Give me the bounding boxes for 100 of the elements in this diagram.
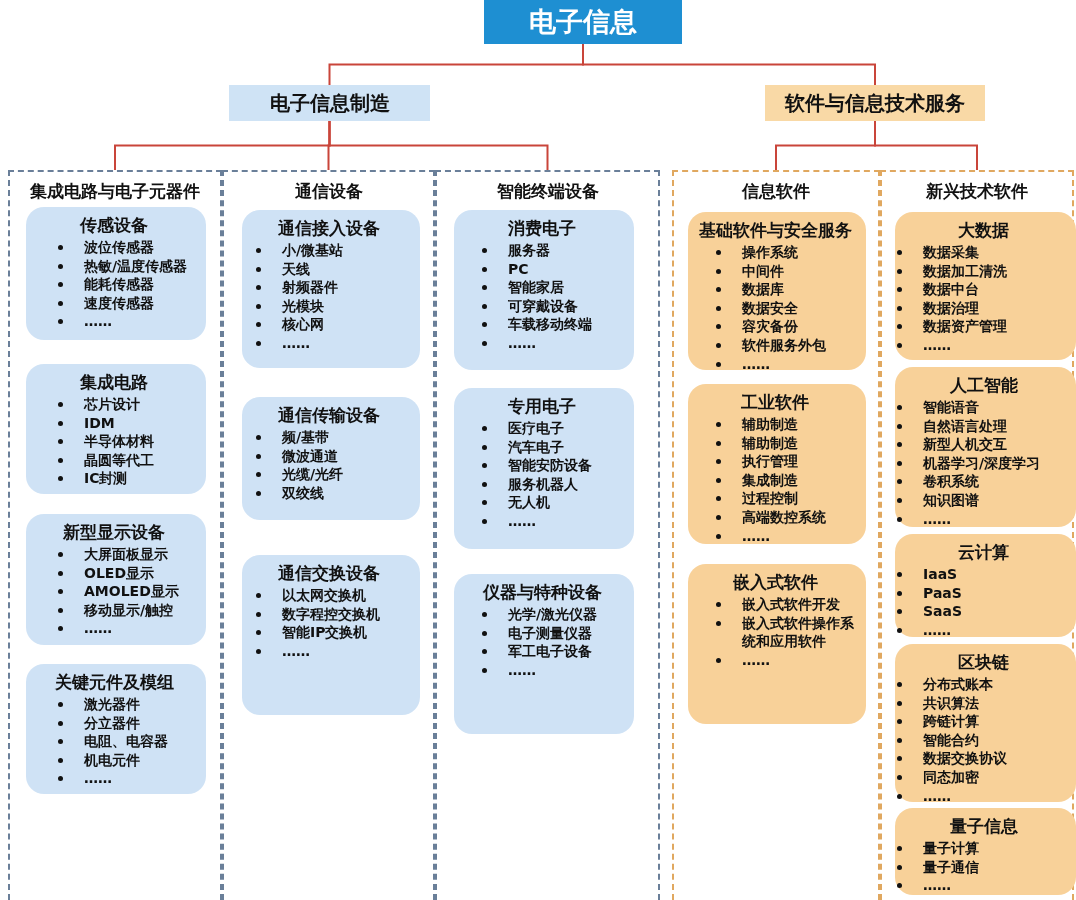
list-item: 数据库 <box>742 281 784 298</box>
list-item: …… <box>84 620 112 637</box>
list-item: 大屏面板显示 <box>84 546 168 562</box>
connector-line <box>328 120 549 171</box>
list-item: …… <box>282 334 310 351</box>
connector-line <box>582 43 876 86</box>
column-heading: 信息软件 <box>742 180 810 203</box>
list-item: PaaS <box>923 584 962 601</box>
column-panel <box>8 170 222 900</box>
list-item: 自然语言处理 <box>923 417 1007 434</box>
category-card <box>454 388 634 549</box>
list-item: 能耗传感器 <box>84 276 154 293</box>
category-box: 软件与信息技术服务 <box>765 85 985 121</box>
column-heading: 通信设备 <box>294 180 363 203</box>
list-item: 车载移动终端 <box>508 316 592 333</box>
category-card <box>895 808 1076 895</box>
list-item: 小/微基站 <box>282 242 344 258</box>
list-item: 服务器 <box>508 242 550 258</box>
list-item: 光模块 <box>282 297 324 314</box>
card-heading: 通信传输设备 <box>278 404 380 427</box>
list-item: 以太网交换机 <box>282 587 366 603</box>
list-item: 过程控制 <box>742 490 798 507</box>
list-item: …… <box>923 510 951 527</box>
card-heading: 嵌入式软件 <box>732 571 818 594</box>
list-item: 智能安防设备 <box>508 457 592 474</box>
category-card <box>895 212 1076 360</box>
list-item: 机电元件 <box>84 751 140 768</box>
column-panel <box>222 170 435 900</box>
list-item: 智能IP交换机 <box>282 624 368 641</box>
list-item: 知识图谱 <box>923 491 979 508</box>
list-item: 嵌入式软件操作系统和应用软件 <box>742 614 854 650</box>
list-item: 无人机 <box>508 494 550 511</box>
list-item: 数据交换协议 <box>923 750 1007 767</box>
list-item: 移动显示/触控 <box>84 601 174 618</box>
card-heading: 人工智能 <box>949 374 1018 397</box>
list-item: 智能语音 <box>923 399 979 415</box>
card-heading: 云计算 <box>958 541 1009 564</box>
list-item: 军工电子设备 <box>508 643 592 660</box>
list-item: 半导体材料 <box>84 433 154 450</box>
list-item: 智能家居 <box>508 279 564 296</box>
title-box: 电子信息 <box>484 0 682 44</box>
list-item: …… <box>923 621 951 638</box>
category-card <box>242 555 420 715</box>
list-item: 数据加工清洗 <box>923 262 1007 279</box>
list-item: 汽车电子 <box>508 438 564 455</box>
list-item: 中间件 <box>742 262 784 279</box>
list-item: …… <box>282 642 310 659</box>
list-item: 频/基带 <box>282 429 330 445</box>
list-item: 光学/激光仪器 <box>508 606 598 622</box>
category-card <box>242 397 420 520</box>
list-item: 数据采集 <box>923 244 979 260</box>
category-card <box>895 644 1076 802</box>
category-card <box>895 367 1076 527</box>
list-item: 执行管理 <box>742 453 798 470</box>
list-item: 卷积系统 <box>923 473 979 490</box>
list-item: 数据资产管理 <box>923 318 1007 335</box>
list-item: 光缆/光纤 <box>282 466 344 483</box>
list-item: …… <box>742 651 770 668</box>
list-item: 数字程控交换机 <box>282 605 380 622</box>
list-item: …… <box>923 787 951 804</box>
list-item: 操作系统 <box>742 244 798 260</box>
list-item: 新型人机交互 <box>923 436 1007 453</box>
list-item: OLED显示 <box>84 564 154 581</box>
list-item: 辅助制造 <box>742 416 798 432</box>
list-item: 双绞线 <box>282 484 324 501</box>
list-item: 容灾备份 <box>742 318 798 335</box>
card-heading: 传感设备 <box>80 214 148 237</box>
list-item: 射频器件 <box>282 279 338 296</box>
card-heading: 消费电子 <box>508 217 576 240</box>
list-item: 热敏/温度传感器 <box>84 257 188 274</box>
card-heading: 工业软件 <box>741 391 809 414</box>
card-heading: 区块链 <box>958 651 1009 674</box>
card-heading: 量子信息 <box>949 815 1018 838</box>
category-card <box>26 664 206 794</box>
list-item: 波位传感器 <box>84 239 154 255</box>
category-card <box>26 364 206 494</box>
list-item: …… <box>742 355 770 372</box>
card-heading: 专用电子 <box>508 395 576 418</box>
card-heading: 新型显示设备 <box>63 521 165 544</box>
card-heading: 大数据 <box>958 219 1009 242</box>
list-item: 跨链计算 <box>923 713 979 730</box>
list-item: 激光器件 <box>84 696 140 712</box>
list-item: 服务机器人 <box>508 475 578 492</box>
list-item: 量子通信 <box>923 858 979 875</box>
list-item: IDM <box>84 414 115 431</box>
list-item: …… <box>84 313 112 330</box>
list-item: 同态加密 <box>923 768 979 785</box>
list-item: 微波通道 <box>282 447 338 464</box>
card-heading: 基础软件与安全服务 <box>698 219 852 242</box>
list-item: 芯片设计 <box>84 396 140 412</box>
list-item: 分立器件 <box>84 714 140 731</box>
card-heading: 通信接入设备 <box>278 217 380 240</box>
list-item: 嵌入式软件开发 <box>742 596 840 612</box>
card-heading: 关键元件及模组 <box>54 671 174 694</box>
list-item: …… <box>923 336 951 353</box>
list-item: …… <box>508 512 536 529</box>
column-heading: 新兴技术软件 <box>926 180 1028 203</box>
list-item: 集成制造 <box>742 471 798 488</box>
list-item: 可穿戴设备 <box>508 297 578 314</box>
list-item: 天线 <box>282 260 310 277</box>
